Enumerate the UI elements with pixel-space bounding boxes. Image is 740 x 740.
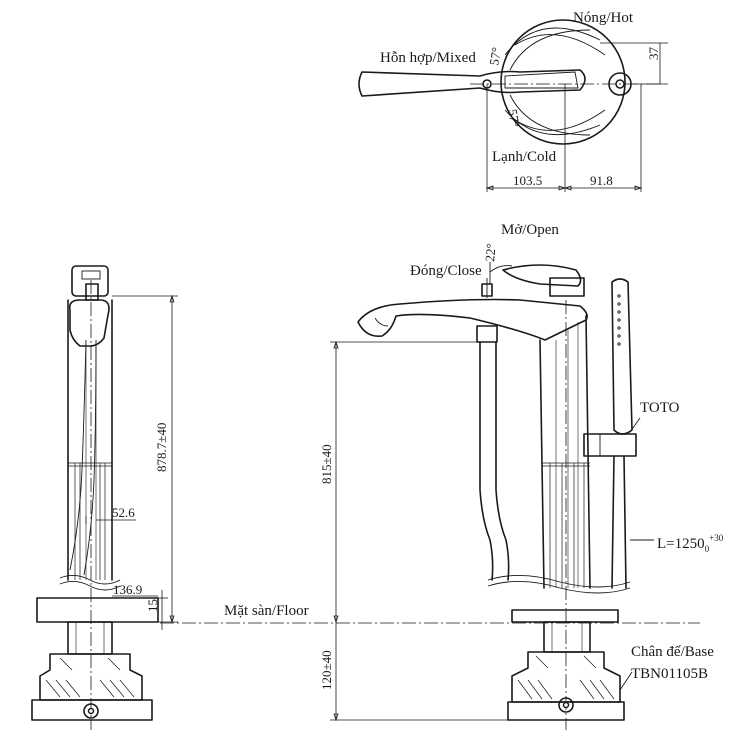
front-view	[330, 262, 654, 730]
label-hose-length: L=12500+30	[657, 533, 724, 554]
dim-spout-diameter: 52.6	[112, 505, 135, 520]
dim-handle-angle-top: 57°	[486, 46, 504, 67]
label-cold: Lạnh/Cold	[492, 149, 557, 165]
hose-tolerance-lower: 0	[705, 544, 710, 554]
dim-base-plate-width: 136.9	[113, 582, 142, 597]
dim-handle-offset: 37	[646, 47, 661, 61]
side-view	[31, 265, 178, 730]
label-brand: TOTO	[640, 400, 680, 416]
label-base-model: TBN01105B	[631, 666, 708, 682]
dim-side-total-height: 878.7±40	[154, 423, 169, 472]
top-view-handle	[358, 19, 668, 192]
hose-tolerance-upper: +30	[709, 533, 724, 543]
dim-base-depth: 120±40	[319, 650, 334, 690]
label-hot: Nóng/Hot	[573, 10, 634, 26]
label-close: Đóng/Close	[410, 263, 482, 279]
hose-length-value: L=1250	[657, 536, 705, 552]
dim-right-reach: 91.8	[590, 173, 613, 188]
label-mixed: Hỗn hợp/Mixed	[380, 50, 476, 66]
label-base: Chân đế/Base	[631, 644, 714, 660]
dim-base-plate-thickness: 15	[145, 599, 160, 612]
dim-open-angle: 22°	[482, 243, 499, 262]
dim-left-reach: 103.5	[513, 173, 542, 188]
dim-spout-height: 815±40	[319, 444, 334, 484]
dim-handle-angle-bottom: 57°	[505, 108, 523, 129]
label-open: Mở/Open	[501, 222, 559, 238]
label-floor: Mặt sàn/Floor	[224, 603, 309, 619]
